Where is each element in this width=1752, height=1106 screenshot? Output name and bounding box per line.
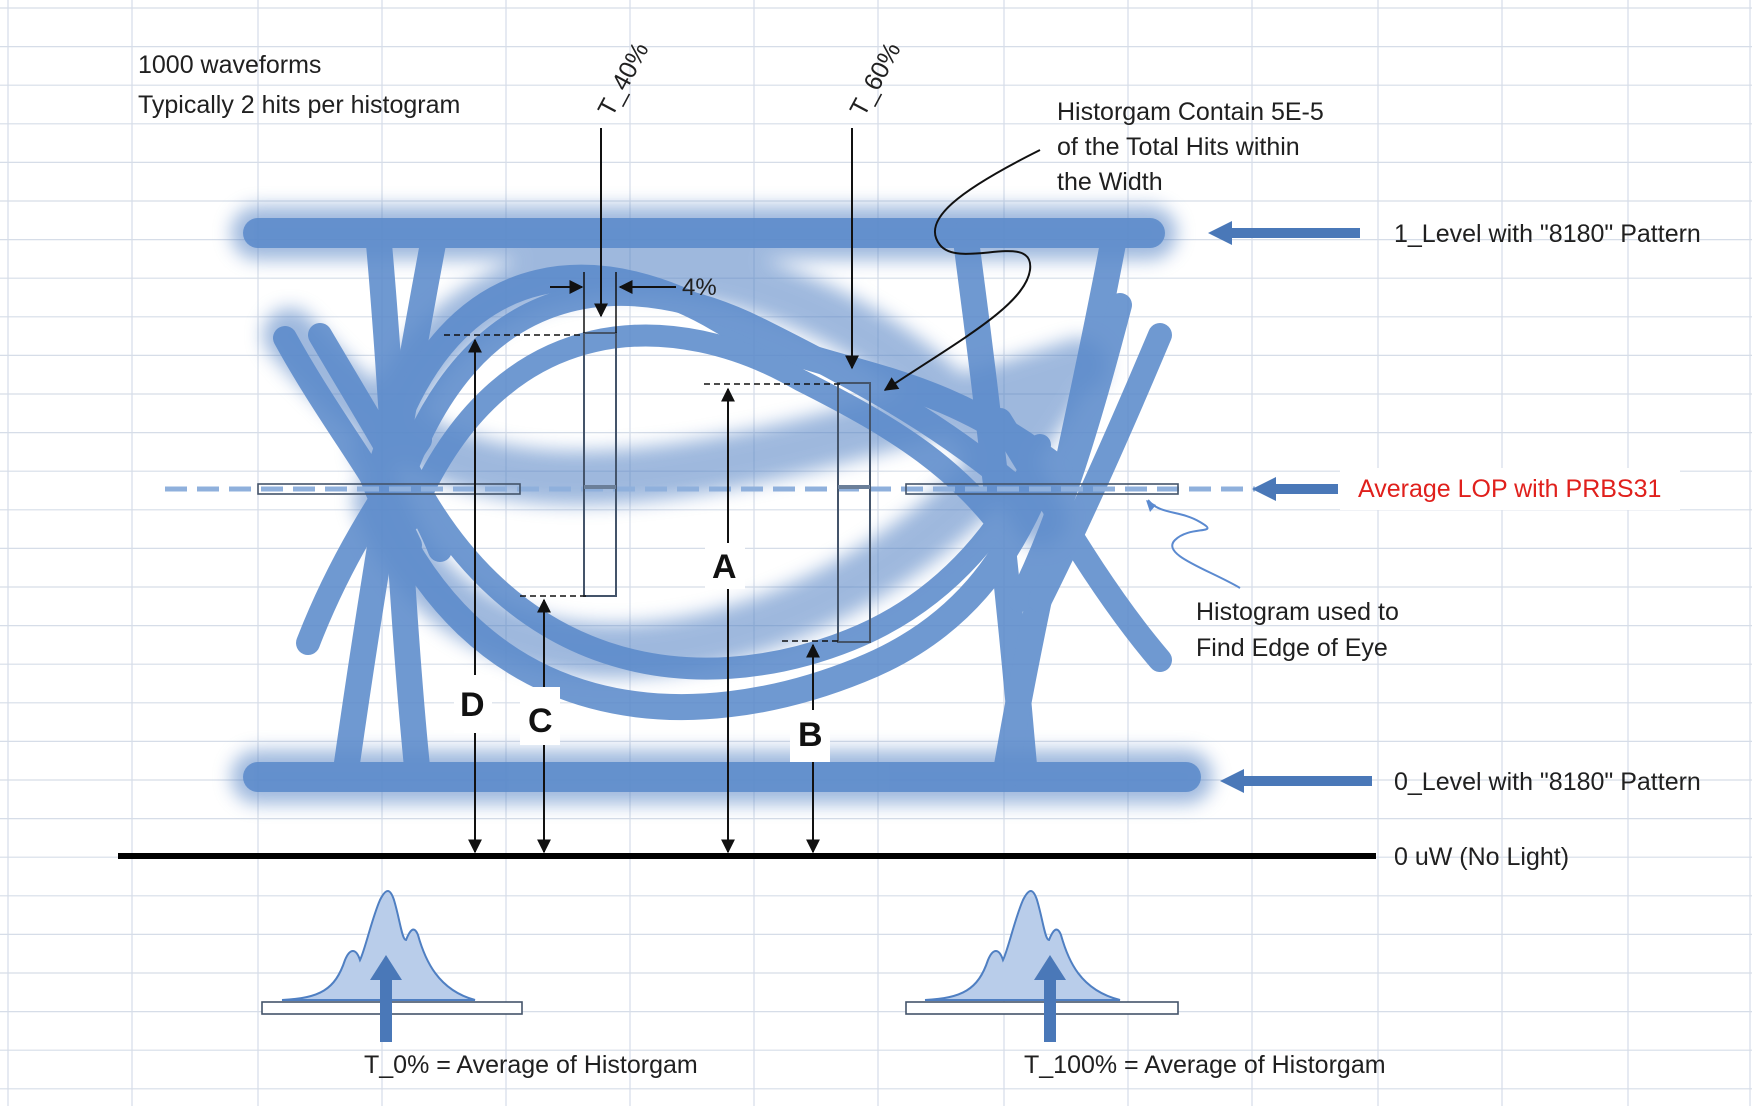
edge-callout-line1: Histogram used to [1196, 598, 1399, 626]
hits-per-histogram-note: Typically 2 hits per histogram [138, 91, 460, 119]
left-bottom-histogram [261, 890, 523, 1042]
average-lop-label: Average LOP with PRBS31 [1358, 475, 1661, 503]
zero-level-label: 0_Level with "8180" Pattern [1394, 768, 1701, 796]
right-crossing-histogram-box [905, 483, 1179, 495]
edge-callout-line [1147, 499, 1241, 589]
waveform-count-note: 1000 waveforms [138, 51, 321, 79]
right-bottom-histogram [905, 890, 1179, 1042]
reference-dashed-lines [444, 334, 840, 642]
measurement-c-label: C [528, 702, 553, 740]
no-light-label: 0 uW (No Light) [1394, 843, 1569, 871]
zero-level-arrow [1220, 769, 1372, 793]
one-level-arrow [1208, 221, 1360, 245]
average-lop-arrow [1252, 477, 1338, 501]
t60-histogram-window [837, 382, 871, 643]
histogram-callout-line2: of the Total Hits within [1057, 133, 1300, 161]
histogram-callout-line [883, 149, 1041, 391]
measurement-a-label: A [712, 548, 737, 586]
one-level-label: 1_Level with "8180" Pattern [1394, 220, 1701, 248]
left-histogram-caption: T_0% = Average of Historgam [364, 1051, 698, 1079]
t40-histogram-window [583, 332, 617, 597]
waveform-traces [243, 218, 1201, 792]
width-percent-label: 4% [682, 274, 717, 301]
right-histogram-caption: T_100% = Average of Historgam [1024, 1051, 1386, 1079]
level-pointer-arrows [1208, 221, 1372, 793]
histogram-callout-line1: Historgam Contain 5E-5 [1057, 98, 1324, 126]
measurement-d-label: D [460, 686, 485, 724]
histogram-callout-line3: the Width [1057, 168, 1163, 196]
left-crossing-histogram-box [257, 483, 521, 495]
t40-label: T_40% [593, 38, 655, 121]
edge-callout-line2: Find Edge of Eye [1196, 634, 1388, 662]
t60-label: T_60% [845, 38, 907, 121]
measurement-b-label: B [798, 716, 823, 754]
